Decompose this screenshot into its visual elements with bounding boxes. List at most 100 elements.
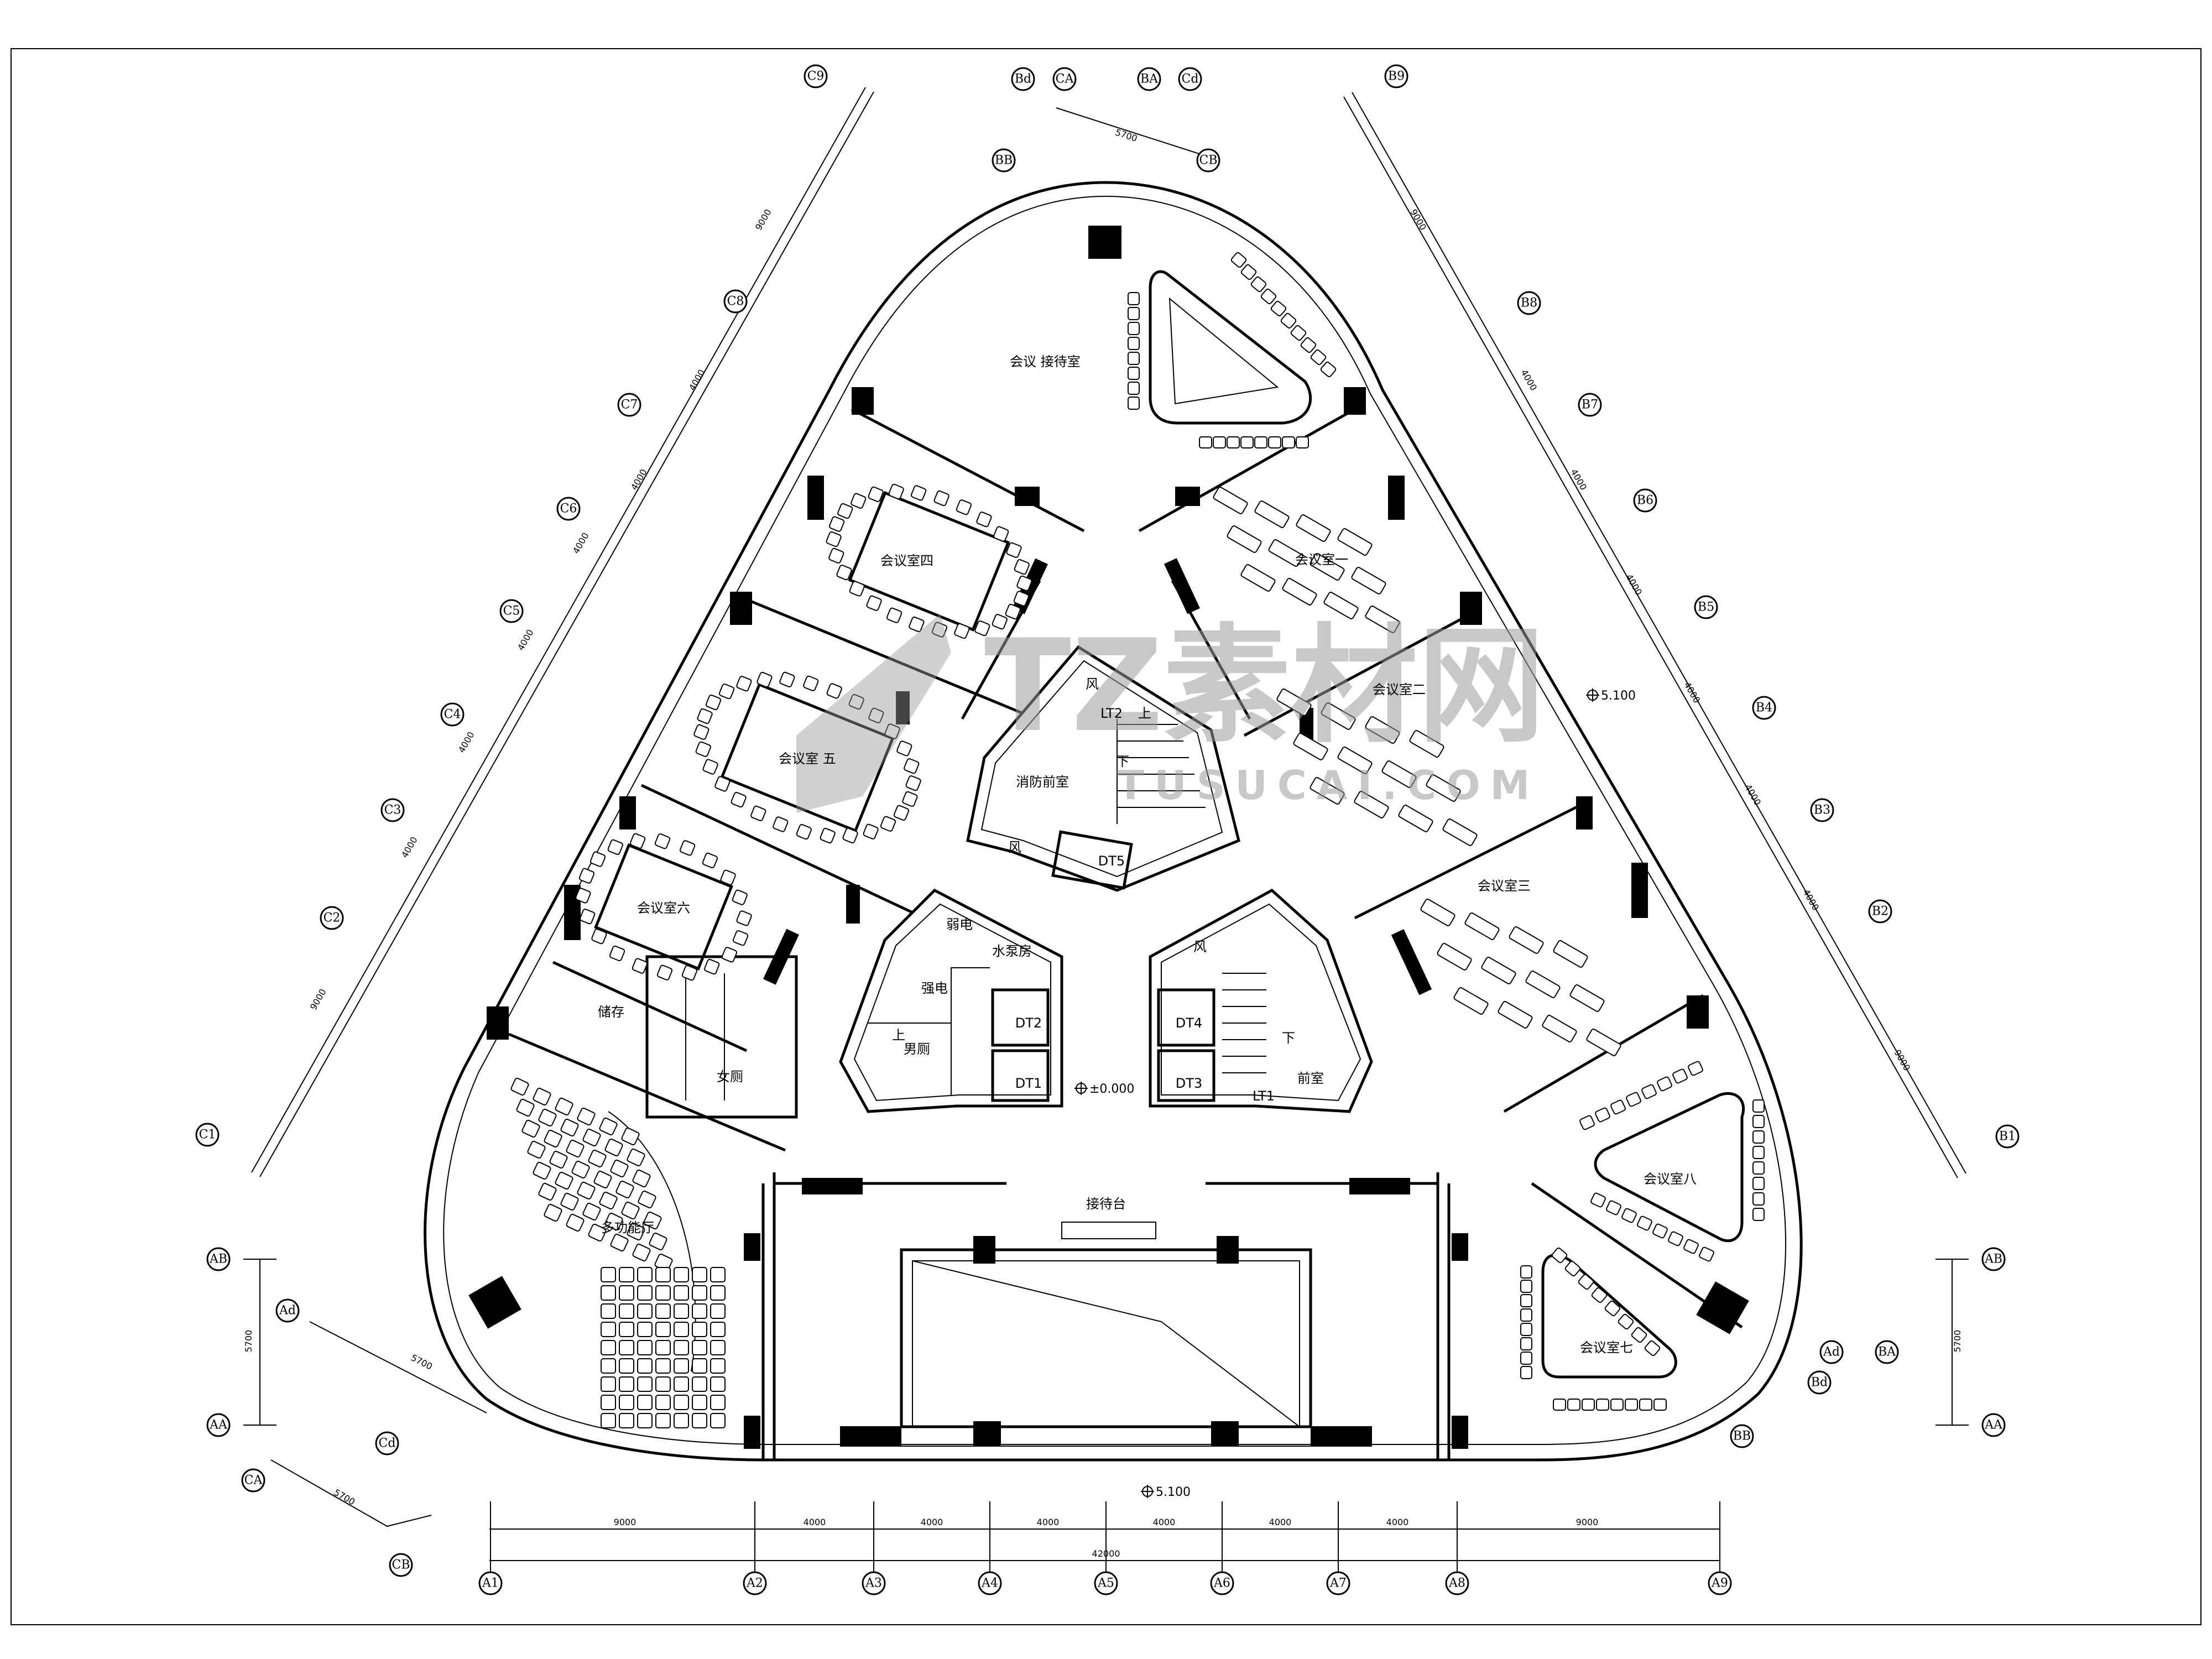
- chair: [1498, 1001, 1533, 1029]
- axis-bubble-br-2: Ad: [1819, 1340, 1844, 1364]
- axis-bubble-left-0: C9: [804, 64, 828, 88]
- chair: [1351, 567, 1386, 594]
- chair: [1290, 325, 1307, 341]
- axis-bubble-bl-0: AB: [206, 1247, 231, 1271]
- axis-bubble-right-1-label: B8: [1521, 296, 1537, 310]
- dim-bottom-8: 9000: [1576, 1517, 1599, 1527]
- chair: [637, 1376, 653, 1392]
- chair: [555, 1171, 573, 1190]
- room-labels: 会议 接待室 会议室一 会议室二 会议室三 会议室四 会议室 五 会议室六 会议…: [598, 354, 1697, 1355]
- axis-bubble-bl-4-label: Cd: [379, 1437, 396, 1451]
- chair: [619, 1413, 634, 1428]
- room-meeting-6: 会议室六: [637, 900, 690, 916]
- chair: [1752, 1115, 1765, 1128]
- chair: [1569, 984, 1605, 1012]
- watermark-brand: TZ素材网: [984, 613, 1545, 760]
- chair: [599, 1117, 618, 1136]
- chair: [1128, 322, 1140, 335]
- chair: [866, 595, 882, 611]
- chair: [1381, 760, 1417, 788]
- axis-bubble-br-3: BA: [1875, 1340, 1899, 1364]
- chair: [601, 1376, 616, 1392]
- axis-bubble-left-7: C2: [320, 906, 344, 930]
- axis-bubble-left-6: C3: [380, 798, 405, 822]
- chair: [974, 620, 990, 637]
- chair: [826, 683, 842, 699]
- chair: [601, 1303, 616, 1319]
- chair: [599, 1191, 618, 1210]
- axis-bubble-right-5-label: B4: [1756, 701, 1772, 715]
- axis-bubble-top-2: BA: [1137, 67, 1161, 91]
- dim-bottom-3: 4000: [921, 1517, 943, 1527]
- chair: [655, 1267, 671, 1282]
- chair: [1688, 1061, 1703, 1076]
- chair: [1551, 1247, 1568, 1264]
- chair: [560, 1118, 579, 1137]
- axis-bubble-top-5-label: BB: [995, 154, 1013, 168]
- chair: [591, 928, 607, 945]
- chair: [555, 1097, 573, 1116]
- elevation-markers: ±0.000 5.100 5.100: [1074, 688, 1636, 1499]
- chair: [692, 1285, 707, 1301]
- axis-bubble-right-6: B3: [1810, 798, 1834, 822]
- axis-bubble-a3-label: A3: [865, 1577, 882, 1590]
- chair: [1637, 1215, 1652, 1231]
- axis-bubble-br-3-label: BA: [1878, 1345, 1896, 1359]
- chair: [886, 607, 902, 623]
- chair: [1520, 1294, 1532, 1307]
- axis-bubble-a1-label: A1: [482, 1577, 499, 1590]
- chair: [710, 1267, 726, 1282]
- dim-bottom-left-span: 5700: [409, 1352, 434, 1371]
- tables: [594, 270, 1745, 1379]
- chair: [588, 1149, 607, 1168]
- chair: [521, 1119, 540, 1138]
- chair: [1553, 1399, 1566, 1411]
- room-meeting-8: 会议室八: [1644, 1171, 1697, 1187]
- chair: [627, 1148, 645, 1167]
- chair: [674, 1358, 689, 1374]
- chair: [731, 791, 747, 808]
- chair: [1625, 1399, 1638, 1411]
- axis-bubble-top-3-label: Cd: [1182, 72, 1199, 86]
- chair: [619, 1376, 634, 1392]
- chair: [601, 1285, 616, 1301]
- room-storage: 储存: [598, 1004, 624, 1020]
- room-weak-power: 弱电: [946, 917, 973, 932]
- chair: [655, 1376, 671, 1392]
- dim-bottom-6: 4000: [1269, 1517, 1292, 1527]
- axis-bubble-bl-0-label: AB: [209, 1253, 227, 1266]
- chair: [1296, 436, 1309, 448]
- chair: [1579, 1115, 1595, 1130]
- chair: [1618, 1313, 1634, 1330]
- chair: [571, 1160, 590, 1179]
- axis-bubble-left-4: C5: [499, 599, 524, 623]
- axis-bubble-bl-3-label: CA: [244, 1474, 263, 1488]
- chair: [674, 1267, 689, 1282]
- chair: [1582, 1399, 1595, 1411]
- room-female-wc: 女厕: [717, 1069, 743, 1084]
- chair: [1752, 1146, 1765, 1159]
- axis-bubble-top-1-label: CA: [1056, 72, 1074, 86]
- chair: [619, 1395, 634, 1410]
- chair: [589, 851, 606, 867]
- chair: [1398, 805, 1433, 832]
- axis-bubble-right-2: B7: [1578, 393, 1602, 417]
- axis-bubble-left-5: C4: [440, 702, 465, 727]
- dim-bottom-1: 9000: [614, 1517, 637, 1527]
- axis-bubble-top-0: Bd: [1011, 67, 1035, 91]
- chair: [619, 1358, 634, 1374]
- chair: [674, 1376, 689, 1392]
- chair: [560, 1192, 579, 1211]
- chair: [566, 1139, 585, 1158]
- left-edge-dimensions: 9000 4000 4000 4000 4000 4000 4000 9000: [251, 87, 874, 1177]
- chair: [1610, 1099, 1626, 1115]
- chair: [1310, 777, 1345, 805]
- dim-right-7: 4000: [1801, 888, 1821, 912]
- chair: [601, 1358, 616, 1374]
- chair: [604, 1138, 623, 1157]
- chair: [732, 930, 749, 946]
- axis-bubble-bl-2-label: AA: [209, 1418, 228, 1432]
- chair: [637, 1413, 653, 1428]
- chair: [527, 1140, 546, 1159]
- chair: [1128, 397, 1140, 410]
